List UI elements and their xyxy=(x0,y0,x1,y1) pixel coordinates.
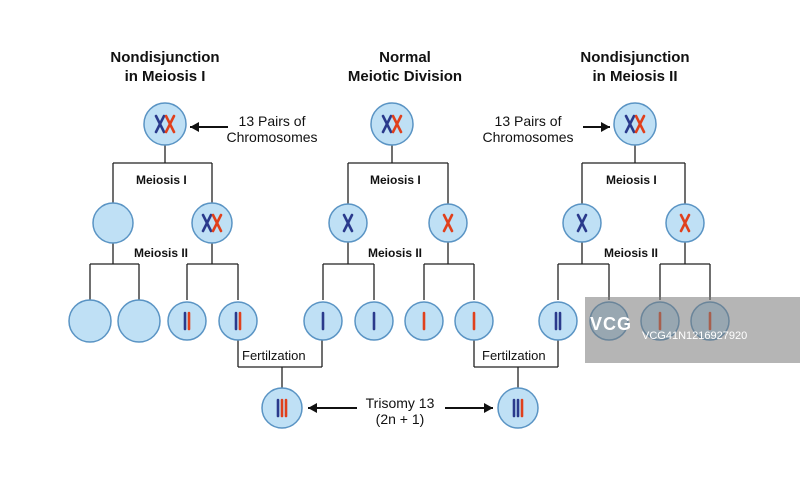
parent-cell-right xyxy=(613,102,657,146)
label-meiosis-1-center: Meiosis I xyxy=(367,173,424,187)
label-trisomy-13: Trisomy 13(2n + 1) xyxy=(365,395,435,427)
meiosis1-cell-empty-left xyxy=(92,202,134,244)
gamete-red-2 xyxy=(454,301,494,341)
chromosome-blue xyxy=(381,114,393,134)
arrow-to-zygote-right xyxy=(445,403,493,413)
chromosome-red xyxy=(211,213,223,233)
gamete-disomic-1 xyxy=(167,301,207,341)
gamete-empty-2 xyxy=(117,299,161,343)
parent-cell-left xyxy=(143,102,187,146)
arrow-to-zygote-left xyxy=(308,403,357,413)
label-meiosis-2-right: Meiosis II xyxy=(601,246,662,260)
gamete-disomic-2 xyxy=(218,301,258,341)
cell-membrane xyxy=(68,299,112,343)
chromosome-red xyxy=(679,213,691,233)
chromosome-red xyxy=(164,114,176,134)
gamete-blue-2 xyxy=(354,301,394,341)
arrow-to-parent-cell-left xyxy=(190,122,228,132)
watermark-band xyxy=(585,297,800,363)
parent-cell-center xyxy=(370,102,414,146)
cell-membrane xyxy=(143,102,187,146)
label-meiosis-2-left: Meiosis II xyxy=(131,246,192,260)
watermark-logo: VCG xyxy=(590,314,633,334)
label-meiosis-1-right: Meiosis I xyxy=(603,173,660,187)
arrow-head xyxy=(190,122,199,132)
meiosis1-cell-red-right xyxy=(665,203,705,243)
arrow-head xyxy=(308,403,317,413)
label-meiosis-1-left: Meiosis I xyxy=(133,173,190,187)
chromosome-blue xyxy=(624,114,636,134)
zygote-trisomy-right xyxy=(497,387,539,429)
meiosis1-cell-blue-center xyxy=(328,203,368,243)
gamete-disomic-blue xyxy=(538,301,578,341)
cell-membrane xyxy=(218,301,258,341)
label-meiosis-2-center: Meiosis II xyxy=(365,246,426,260)
chromosome-blue xyxy=(342,213,354,233)
cell-membrane xyxy=(613,102,657,146)
cell-membrane xyxy=(167,301,207,341)
chromosome-blue xyxy=(154,114,166,134)
chromosome-red xyxy=(634,114,646,134)
watermark-text: VCG41N1216927920 xyxy=(642,330,748,342)
cell-membrane xyxy=(117,299,161,343)
cell-membrane xyxy=(370,102,414,146)
cell-membrane xyxy=(92,202,134,244)
chromosome-blue xyxy=(576,213,588,233)
meiosis1-cell-pair-left xyxy=(191,202,233,244)
zygote-trisomy-left xyxy=(261,387,303,429)
meiosis1-cell-blue-right xyxy=(562,203,602,243)
gamete-empty-1 xyxy=(68,299,112,343)
cell-membrane xyxy=(191,202,233,244)
gamete-blue-1 xyxy=(303,301,343,341)
chromosome-blue xyxy=(201,213,213,233)
label-fertilization-left: Fertilzation xyxy=(239,348,309,364)
label-fertilization-right: Fertilzation xyxy=(479,348,549,364)
meiosis1-cell-red-center xyxy=(428,203,468,243)
arrow-head xyxy=(484,403,493,413)
arrow-head xyxy=(601,122,610,132)
chromosome-red xyxy=(442,213,454,233)
arrow-to-parent-cell-right xyxy=(583,122,610,132)
chromosome-red xyxy=(391,114,403,134)
gamete-red-1 xyxy=(404,301,444,341)
cell-membrane xyxy=(538,301,578,341)
